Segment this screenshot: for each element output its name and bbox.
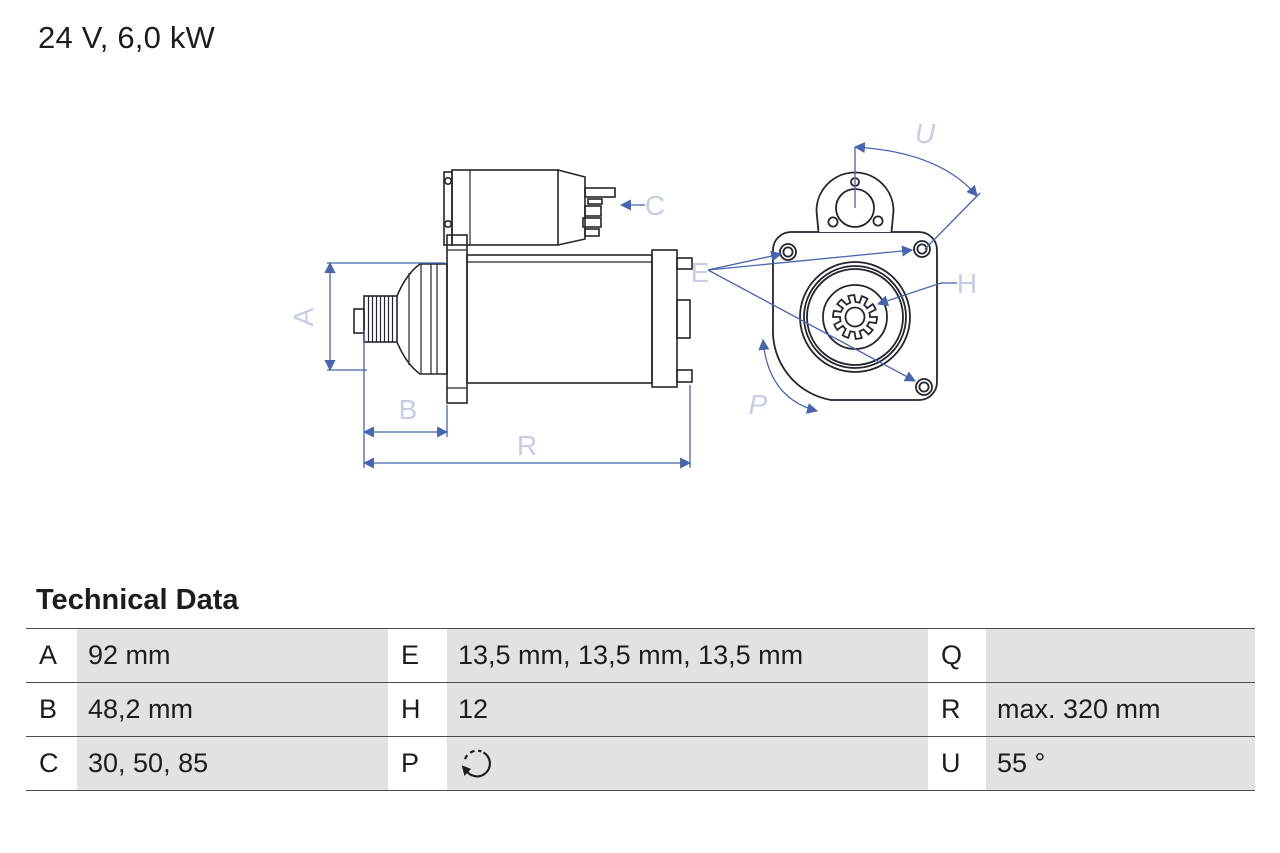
label-C: C	[645, 190, 665, 221]
table-cell-value-P	[447, 736, 928, 790]
dimension-labels: A B R C E H U P	[288, 118, 977, 461]
label-A: A	[288, 307, 319, 326]
pinion-gear-front	[832, 294, 878, 340]
mounting-flange	[772, 231, 938, 401]
table-cell-value-A: 92 mm	[77, 628, 388, 682]
table-cell-key-R: R	[928, 682, 986, 736]
label-B: B	[399, 394, 418, 425]
end-cap	[651, 249, 678, 388]
table-cell-value-R: max. 320 mm	[986, 682, 1255, 736]
motor-body	[466, 254, 653, 384]
terminal-stud	[584, 187, 616, 198]
table-cell-key-E: E	[388, 628, 447, 682]
label-H: H	[957, 268, 977, 299]
table-cell-value-Q	[986, 628, 1255, 682]
rotation-direction-icon	[461, 749, 491, 778]
table-cell-key-B: B	[26, 682, 77, 736]
table-cell-key-H: H	[388, 682, 447, 736]
table-cell-key-Q: Q	[928, 628, 986, 682]
table-cell-key-P: P	[388, 736, 447, 790]
label-U: U	[915, 118, 936, 149]
flange-plate	[446, 234, 468, 404]
label-P: P	[749, 389, 768, 420]
drive-housing	[396, 263, 448, 375]
table-cell-key-C: C	[26, 736, 77, 790]
table-cell-key-A: A	[26, 628, 77, 682]
table-cell-key-U: U	[928, 736, 986, 790]
label-E: E	[691, 257, 710, 288]
solenoid	[451, 169, 559, 246]
table-cell-value-H: 12	[447, 682, 928, 736]
table-cell-value-E: 13,5 mm, 13,5 mm, 13,5 mm	[447, 628, 928, 682]
table-cell-value-U: 55 °	[986, 736, 1255, 790]
pinion-shaft	[353, 308, 365, 334]
table-heading: Technical Data	[36, 584, 239, 616]
page-title: 24 V, 6,0 kW	[38, 20, 216, 55]
technical-data-table: A 92 mm E 13,5 mm, 13,5 mm, 13,5 mm Q B …	[26, 628, 1255, 791]
dimension-lines	[324, 142, 981, 469]
table-cell-value-C: 30, 50, 85	[77, 736, 388, 790]
table-cell-value-B: 48,2 mm	[77, 682, 388, 736]
label-R: R	[517, 430, 537, 461]
side-view	[353, 169, 693, 404]
